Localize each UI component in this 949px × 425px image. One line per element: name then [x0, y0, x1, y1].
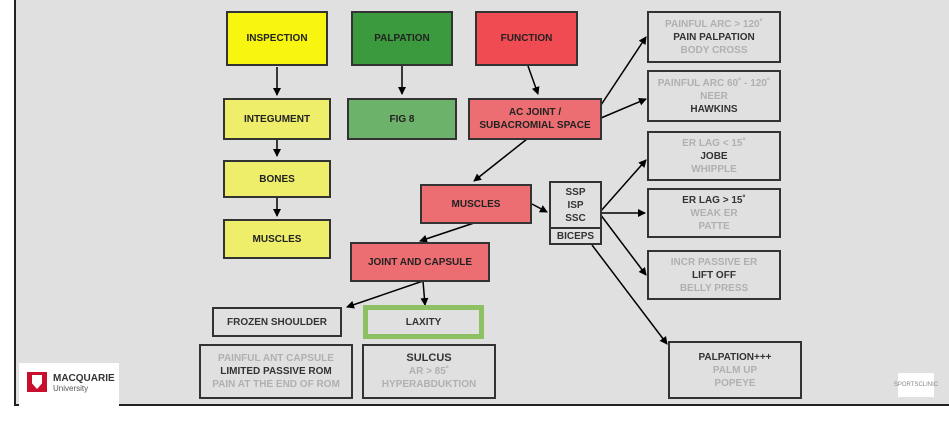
arrow-biceps-palpation [591, 244, 668, 345]
hawkins-text: HAWKINS [690, 103, 738, 115]
muscles-left-label: MUSCLES [252, 233, 302, 245]
function-label: FUNCTION [500, 33, 553, 44]
arrow-acjoint-muscles [473, 138, 528, 182]
jobe-text: JOBE [700, 150, 728, 162]
rotator-cuff-box: SSP ISP SSC [549, 181, 602, 229]
arrow-muscles-joint [419, 222, 475, 243]
macquarie-logo: MACQUARIE University [19, 363, 119, 407]
arrow-muscles-rotator [531, 203, 548, 213]
palm-up-text: PALM UP [712, 364, 758, 376]
joint-capsule-label: JOINT AND CAPSULE [367, 256, 473, 268]
ac-joint-label-1: AC JOINT / [508, 107, 562, 118]
inspection-box: INSPECTION [226, 11, 328, 66]
weak-er-text: WEAK ER [690, 207, 738, 219]
bones-label: BONES [259, 173, 295, 185]
sportsclinic-logo: SPORTSCLINIC [894, 373, 938, 397]
painful-arc-120-text: PAINFUL ARC > 120˚ [665, 18, 763, 30]
painful-arc-120-box: PAINFUL ARC > 120˚ PAIN PALPATION BODY C… [647, 11, 781, 63]
whipple-text: WHIPPLE [691, 163, 737, 175]
integument-label: INTEGUMENT [243, 113, 311, 125]
fig8-label: FIG 8 [389, 113, 415, 125]
belly-press-text: BELLY PRESS [679, 282, 749, 294]
frozen-details-box: PAINFUL ANT CAPSULE LIMITED PASSIVE ROM … [199, 344, 353, 399]
muscles-left-box: MUSCLES [223, 219, 331, 259]
patte-text: PATTE [698, 220, 730, 232]
laxity-details-box: SULCUS AR > 85˚ HYPERABDUKTION [362, 344, 496, 399]
painful-arc-60-text: PAINFUL ARC 60˚ - 120˚ [657, 77, 771, 89]
lift-off-text: LIFT OFF [692, 269, 736, 281]
biceps-box: BICEPS [549, 227, 602, 245]
isp-label: ISP [567, 199, 584, 211]
arrow-acjoint-arc120 [600, 36, 647, 106]
muscles-mid-box: MUSCLES [420, 184, 532, 224]
biceps-label: BICEPS [556, 230, 595, 242]
arrow-acjoint-arc60 [600, 98, 647, 119]
inspection-label: INSPECTION [246, 33, 308, 44]
arrow-rotator-incr [599, 213, 647, 276]
ac-joint-label-2: SUBACROMIAL SPACE [479, 120, 591, 131]
pain-end-rom-text: PAIN AT THE END OF ROM [212, 379, 340, 390]
palpation-label: PALPATION [374, 33, 430, 44]
palpation-plus-text: PALPATION+++ [698, 351, 772, 363]
er-lag-gt15-box: ER LAG > 15˚ WEAK ER PATTE [647, 188, 781, 238]
arrow-joint-laxity [420, 280, 429, 306]
palpation-plus-box: PALPATION+++ PALM UP POPEYE [668, 341, 802, 399]
palpation-box: PALPATION [351, 11, 453, 66]
painful-ant-capsule-text: PAINFUL ANT CAPSULE [218, 353, 334, 364]
laxity-box: LAXITY [363, 305, 484, 339]
hyperabduktion-text: HYPERABDUKTION [381, 379, 477, 390]
integument-box: INTEGUMENT [223, 98, 331, 140]
macquarie-crest-icon [27, 372, 47, 392]
muscles-mid-label: MUSCLES [451, 198, 501, 210]
macquarie-logo-name: MACQUARIE [53, 373, 115, 384]
limited-passive-rom-text: LIMITED PASSIVE ROM [220, 366, 332, 377]
frozen-shoulder-label: FROZEN SHOULDER [227, 316, 327, 328]
laxity-label: LAXITY [405, 316, 442, 328]
er-lag-lt15-box: ER LAG < 15˚ JOBE WHIPPLE [647, 131, 781, 181]
incr-passive-er-box: INCR PASSIVE ER LIFT OFF BELLY PRESS [647, 250, 781, 300]
pain-palpation-text: PAIN PALPATION [673, 31, 755, 43]
popeye-text: POPEYE [714, 377, 756, 389]
arrow-joint-frozen [346, 280, 424, 309]
sulcus-text: SULCUS [406, 352, 452, 364]
ssp-label: SSP [565, 186, 586, 198]
ac-joint-box: AC JOINT / SUBACROMIAL SPACE [468, 98, 602, 140]
bones-box: BONES [223, 160, 331, 198]
painful-arc-60-box: PAINFUL ARC 60˚ - 120˚ NEER HAWKINS [647, 70, 781, 122]
neer-text: NEER [700, 90, 728, 102]
macquarie-logo-sub: University [53, 384, 89, 393]
arrow-function-acjoint [527, 65, 540, 95]
frozen-shoulder-box: FROZEN SHOULDER [212, 307, 342, 337]
function-box: FUNCTION [475, 11, 578, 66]
arrow-rotator-erlag-lt [599, 159, 647, 213]
joint-capsule-box: JOINT AND CAPSULE [350, 242, 490, 282]
er-lag-lt15-text: ER LAG < 15˚ [682, 137, 746, 149]
body-cross-text: BODY CROSS [680, 44, 748, 56]
incr-passive-er-text: INCR PASSIVE ER [670, 256, 758, 268]
ssc-label: SSC [565, 212, 586, 224]
ar-85-text: AR > 85˚ [408, 366, 450, 377]
fig8-box: FIG 8 [347, 98, 457, 140]
er-lag-gt15-text: ER LAG > 15˚ [682, 194, 746, 206]
